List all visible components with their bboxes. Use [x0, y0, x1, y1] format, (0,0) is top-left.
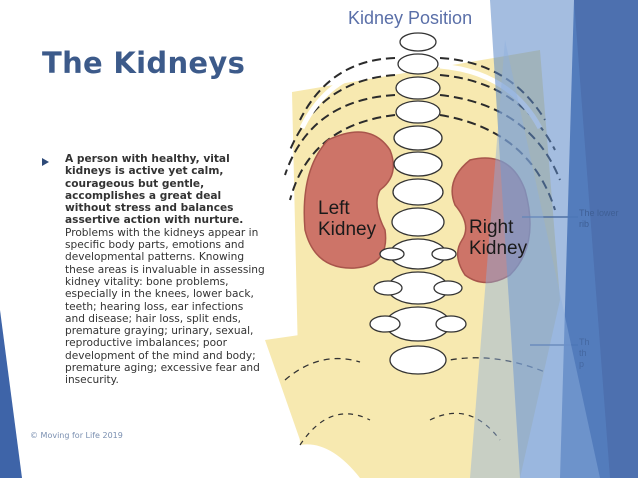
body-lower-fill: [265, 300, 540, 478]
partial-label-line1: Th: [579, 337, 590, 347]
hip-curve-left: [299, 413, 371, 446]
right-kidney-label: Right Kidney: [469, 217, 527, 259]
bullet-text: A person with healthy, vital kidneys is …: [65, 153, 265, 387]
right-kidney-label-line2: Kidney: [469, 238, 528, 259]
lower-rib-label-line1: The lower: [579, 208, 619, 218]
bullet-text-bold: A person with healthy, vital kidneys is …: [65, 153, 244, 227]
bullet-arrow-icon: [42, 158, 49, 166]
left-kidney-shape: [303, 131, 395, 269]
left-kidney-label-line2: Kidney: [318, 219, 377, 240]
partial-label-line2: th: [579, 348, 587, 358]
left-kidney-label-line1: Left: [318, 198, 350, 219]
decor-blue-mid: [490, 0, 610, 478]
right-kidney-label-line1: Right: [469, 217, 514, 238]
partial-label-line3: p: [579, 359, 585, 369]
lower-rib-label-line2: rib: [579, 219, 590, 229]
partial-label: Th th p: [579, 337, 590, 370]
lower-rib-label: The lower rib: [579, 208, 619, 230]
spine: [369, 32, 467, 375]
footer-copyright: © Moving for Life 2019: [30, 431, 123, 440]
left-kidney-label: Left Kidney: [318, 198, 376, 240]
decor-blue-left: [0, 310, 22, 478]
bullet-text-rest: Problems with the kidneys appear in spec…: [65, 226, 265, 387]
decor-blue-light: [470, 40, 600, 478]
hip-curve-right: [429, 412, 501, 441]
slide-title: The Kidneys: [42, 46, 246, 80]
figure-title: Kidney Position: [348, 8, 473, 28]
